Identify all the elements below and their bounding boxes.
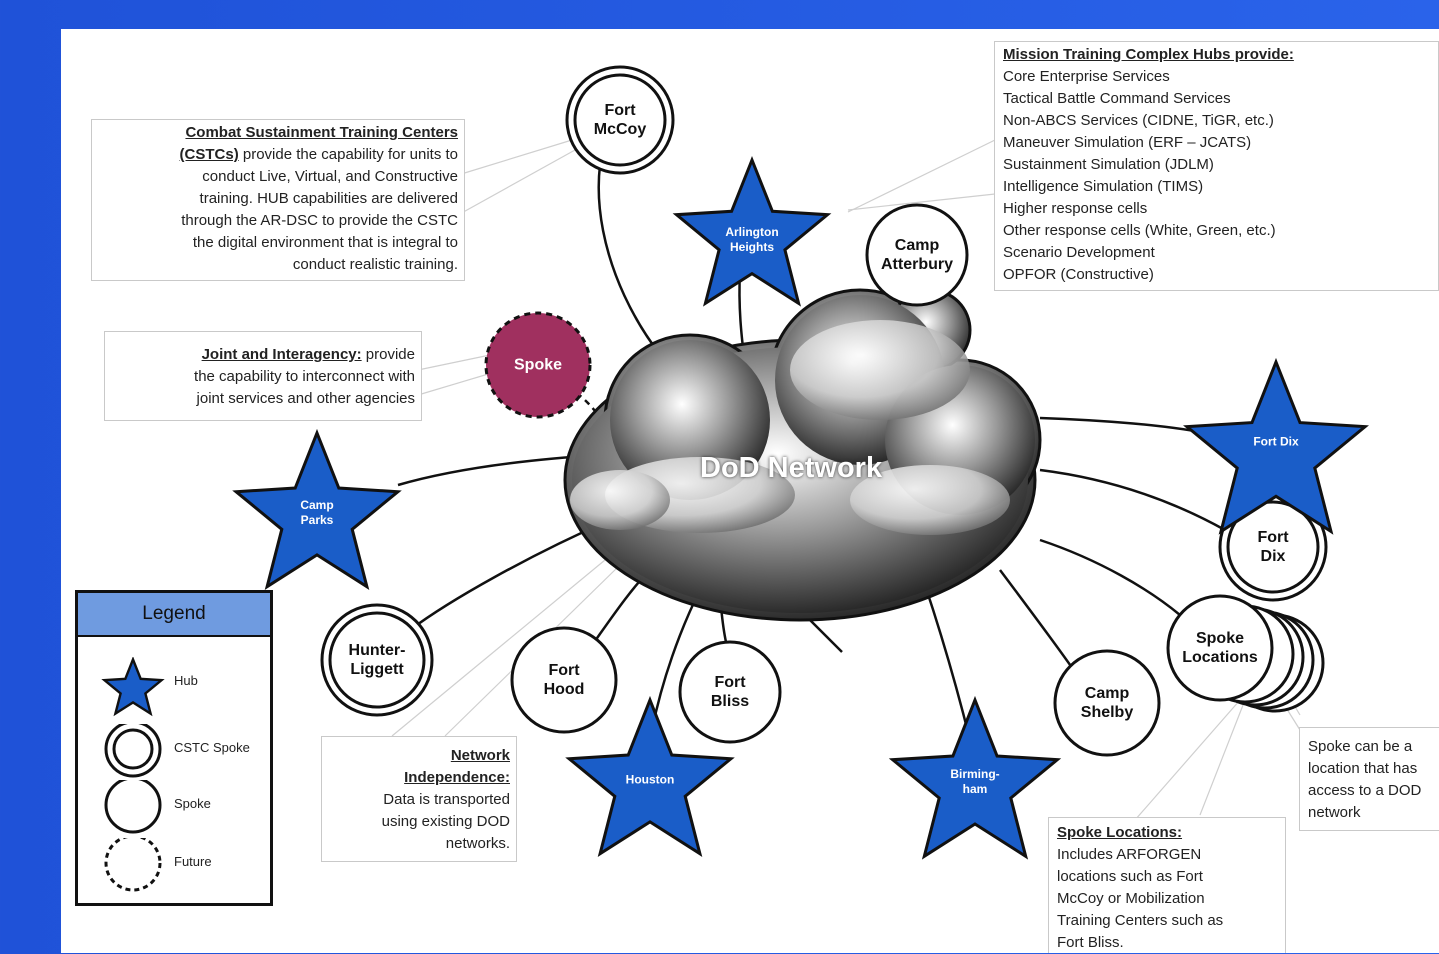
legend: Legend Hub CSTC Spoke Spoke Future xyxy=(75,590,273,906)
spoke-locations-stack xyxy=(1166,594,1325,713)
node-spoke-future[interactable]: Spoke xyxy=(513,356,563,374)
spoke-any-line-1: Spoke can be a xyxy=(1308,738,1413,755)
joint-text-a: provide xyxy=(361,346,415,363)
hub-fort-dix xyxy=(1183,357,1369,535)
spoke-any-line-2: location that has xyxy=(1308,760,1418,777)
legend-label-hub: Hub xyxy=(174,673,198,688)
spoke-icon xyxy=(104,780,162,834)
future-spoke-node xyxy=(484,311,592,419)
cstc-heading-b: (CSTCs) xyxy=(179,146,239,163)
cstc-heading: Combat Sustainment Training Centers xyxy=(185,124,458,141)
cstc-line-5: conduct realistic training. xyxy=(292,256,458,273)
legend-item-cstc: CSTC Spoke xyxy=(78,724,268,778)
cstc-description-box: Combat Sustainment Training Centers (CST… xyxy=(91,119,465,281)
hub-star-icon xyxy=(101,657,165,717)
hub-stars xyxy=(232,155,1369,860)
legend-label-cstc: CSTC Spoke xyxy=(174,740,250,755)
hub-camp-parks xyxy=(232,428,402,591)
mission-line-4: Maneuver Simulation (ERF – JCATS) xyxy=(1003,134,1252,151)
dod-network-cloud xyxy=(563,288,1042,622)
spoke-loc-line-3: McCoy or Mobilization xyxy=(1057,890,1205,907)
hub-label-birmingham: Birming-ham xyxy=(950,767,1000,796)
legend-label-future: Future xyxy=(174,854,212,869)
mission-line-10: OPFOR (Constructive) xyxy=(1003,266,1154,283)
mission-line-5: Sustainment Simulation (JDLM) xyxy=(1003,156,1214,173)
network-line-1: Data is transported xyxy=(383,791,510,808)
legend-item-spoke: Spoke xyxy=(78,780,268,834)
joint-line-2: joint services and other agencies xyxy=(196,390,415,407)
spoke-nodes xyxy=(510,203,1161,757)
spoke-any-line-3: access to a DOD xyxy=(1308,782,1422,799)
cstc-line-1: conduct Live, Virtual, and Constructive xyxy=(202,168,458,185)
cstc-spoke-nodes xyxy=(320,65,1328,717)
legend-item-future: Future xyxy=(78,838,268,892)
legend-label-spoke: Spoke xyxy=(174,796,211,811)
joint-description-box: Joint and Interagency: provide the capab… xyxy=(104,331,422,421)
spoke-definition-box: Spoke can be a location that has access … xyxy=(1299,727,1439,831)
hub-label-houston: Houston xyxy=(625,772,675,787)
spoke-any-line-4: network xyxy=(1308,804,1361,821)
spoke-locations-box: Spoke Locations: Includes ARFORGEN locat… xyxy=(1048,817,1286,953)
legend-item-hub: Hub xyxy=(78,657,268,717)
cstc-line-3: through the AR-DSC to provide the CSTC xyxy=(181,212,458,229)
hub-birmingham xyxy=(888,695,1062,860)
cstc-line-2: training. HUB capabilities are delivered xyxy=(199,190,458,207)
mission-line-2: Tactical Battle Command Services xyxy=(1003,90,1231,107)
hub-arlington-heights xyxy=(672,155,832,307)
network-line-2: using existing DOD xyxy=(381,813,510,830)
mission-line-6: Intelligence Simulation (TIMS) xyxy=(1003,178,1204,195)
mission-heading: Mission Training Complex Hubs provide: xyxy=(1003,46,1294,63)
mission-hubs-box: Mission Training Complex Hubs provide: C… xyxy=(994,41,1439,291)
spoke-loc-heading: Spoke Locations: xyxy=(1057,824,1183,841)
spoke-loc-line-4: Training Centers such as xyxy=(1057,912,1224,929)
future-spoke-icon xyxy=(104,838,162,892)
cstc-line-4: the digital environment that is integral… xyxy=(192,234,458,251)
mission-line-8: Other response cells (White, Green, etc.… xyxy=(1003,222,1276,239)
legend-title: Legend xyxy=(78,593,270,637)
node-hunter-liggett[interactable]: Hunter-Liggett xyxy=(348,642,406,678)
spoke-loc-line-1: Includes ARFORGEN xyxy=(1057,846,1202,863)
hub-label-fort-dix: Fort Dix xyxy=(1253,434,1299,449)
joint-line-1: the capability to interconnect with xyxy=(194,368,415,385)
cstc-text-a: provide the capability for units to xyxy=(238,146,458,163)
dod-network-label: DoD Network xyxy=(700,452,883,484)
cstc-spoke-icon xyxy=(104,724,162,778)
spoke-loc-line-2: locations such as Fort xyxy=(1057,868,1203,885)
mission-line-7: Higher response cells xyxy=(1003,200,1148,217)
network-independence-box: Network Independence: Data is transporte… xyxy=(321,736,517,862)
network-heading-b: Independence: xyxy=(404,769,510,786)
joint-heading: Joint and Interagency: xyxy=(201,346,362,363)
hub-houston xyxy=(565,695,735,858)
spoke-loc-line-5: Fort Bliss. xyxy=(1057,934,1124,951)
mission-line-1: Core Enterprise Services xyxy=(1003,68,1170,85)
mission-line-9: Scenario Development xyxy=(1003,244,1155,261)
network-heading-a: Network xyxy=(450,747,510,764)
mission-line-3: Non-ABCS Services (CIDNE, TiGR, etc.) xyxy=(1003,112,1274,129)
network-line-3: networks. xyxy=(445,835,510,852)
